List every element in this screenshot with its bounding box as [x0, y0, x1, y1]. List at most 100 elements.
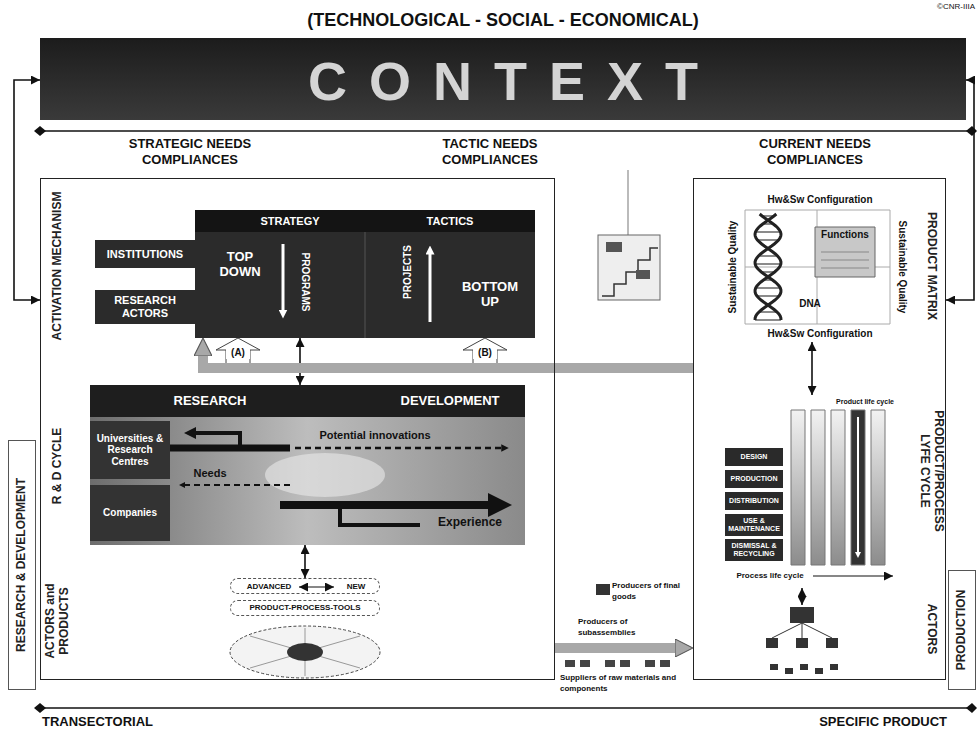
node-text: STRATEGY — [260, 215, 319, 228]
context-band: (TECHNOLOGICAL - SOCIAL - ECONOMICAL) CON… — [40, 8, 966, 120]
node-text: (TECHNOLOGICAL - SOCIAL - ECONOMICAL) — [307, 10, 698, 31]
node-text: TACTICS — [427, 215, 474, 228]
ellipse-spokes — [250, 628, 360, 676]
producer-icon — [596, 584, 610, 595]
actor-tree — [772, 623, 832, 638]
axis-line — [40, 707, 972, 709]
node-text: Needs — [193, 467, 226, 480]
actor-icon — [800, 664, 808, 670]
activation-box: STRATEGYTACTICSTOP DOWNPROGRAMSPROJECTSB… — [195, 210, 535, 338]
experience-branch — [340, 505, 420, 525]
actor-icon — [815, 668, 823, 674]
node-text: DISTRIBUTION — [727, 497, 781, 505]
connector — [14, 80, 40, 300]
actor-box: INSTITUTIONS — [95, 240, 195, 268]
axis-diamond — [966, 703, 977, 713]
node-text: DNA — [799, 298, 821, 310]
node-text: PROGRAMS — [299, 253, 311, 312]
supplier-icon — [660, 660, 670, 667]
row-header — [725, 448, 783, 561]
dna-strand — [755, 214, 781, 320]
glow — [265, 453, 385, 497]
axis-diamond — [966, 126, 977, 136]
node-text: Potential innovations — [319, 429, 430, 442]
building-pictogram — [598, 235, 660, 300]
node-text: PRODUCTION — [727, 475, 781, 483]
development-arrow — [280, 501, 500, 509]
connector — [811, 342, 813, 395]
node-text: R & D CYCLE — [51, 428, 65, 505]
label-text: TRANSECTORIAL — [42, 714, 262, 730]
actor-icon — [785, 668, 793, 674]
up-arrow — [216, 338, 260, 364]
label-text: TACTIC NEEDS COMPLIANCES — [410, 136, 570, 168]
flow-arrow — [203, 356, 693, 368]
process-arrow — [813, 575, 893, 576]
axis-diamond — [34, 703, 46, 713]
actor-box: Companies — [90, 485, 170, 541]
label-text: ©CNR-IIIA — [905, 1, 975, 12]
building-window — [606, 242, 622, 252]
node-text: Sustainable Quality — [727, 221, 739, 314]
header-bar — [195, 210, 535, 232]
node-text: Sustainable Quality — [896, 221, 908, 314]
node-text: Functions — [821, 229, 869, 241]
actor-icon — [790, 607, 814, 623]
connector — [299, 338, 301, 385]
lifecycle-chart: Product life cycleDESIGN PRODUCTION DISTRI… — [725, 395, 900, 585]
label-text: Suppliers of raw materials and component… — [560, 672, 688, 694]
node-text: NEW — [347, 582, 366, 591]
connector — [304, 545, 306, 578]
lifecycle-bar — [811, 410, 825, 565]
node-text: ACTORS and PRODUCTS — [44, 566, 72, 676]
supplier-icon — [580, 660, 590, 667]
actors-ellipse — [230, 626, 380, 678]
guide-line — [627, 170, 629, 235]
up-arrow — [429, 250, 432, 322]
supplier-icon — [605, 660, 615, 667]
actor-box: Universities & Research Centres — [90, 421, 170, 479]
divider — [365, 232, 366, 338]
down-arrow — [857, 417, 859, 555]
node-text: DESIGN — [727, 453, 781, 461]
node-text: Product life cycle — [836, 398, 894, 406]
node-text: Universities & Research Centres — [94, 433, 166, 468]
axis-diamond — [34, 126, 46, 136]
product-matrix-art — [725, 192, 910, 342]
dna-strand — [755, 214, 781, 320]
building-stairs — [602, 248, 658, 296]
node-text: TOP DOWN — [210, 250, 270, 280]
dashed-box: ADVANCED NEW — [230, 578, 380, 594]
innovation-arrow — [295, 447, 505, 450]
node-text: RESEARCH ACTORS — [99, 294, 191, 319]
node-text: PRODUCT-PROCESS-TOOLS — [250, 603, 361, 612]
label-text: Producers of subassemblies — [578, 616, 686, 638]
node-text: Hw&Sw Configuration — [768, 328, 873, 340]
node-text: CONTEXT — [286, 50, 720, 112]
node-text: ADVANCED — [247, 582, 292, 591]
header-bar — [90, 385, 525, 417]
node-text: RESEARCH & DEVELOPMENT — [15, 478, 29, 652]
node-text: ACTORS — [924, 604, 938, 654]
matrix-grid — [745, 210, 890, 324]
lifecycle-bar — [871, 410, 885, 565]
supplier-icon — [645, 660, 655, 667]
side-label-box: PRODUCTION — [948, 570, 976, 690]
node-text: Hw&Sw Configuration — [768, 194, 873, 206]
actor-icon — [770, 664, 778, 670]
lifecycle-bar — [791, 410, 805, 565]
double-arrow — [299, 586, 334, 587]
node-text: PRODUCT/PROCESS LYFE CYCLE — [917, 406, 945, 536]
node-text: BOTTOM UP — [455, 280, 525, 310]
dashed-box: PRODUCT-PROCESS-TOOLS — [230, 600, 380, 616]
label-text: (A) — [226, 346, 250, 359]
label-text: (B) — [473, 346, 497, 359]
ellipse-core — [287, 643, 323, 661]
functions-lines — [821, 252, 869, 268]
functions-box — [815, 227, 875, 277]
supplier-icon — [565, 660, 575, 667]
node-text: RESEARCH — [174, 394, 247, 409]
rd-panel: ACTIVATION MECHANISMR & D CYCLEACTORS an… — [40, 178, 555, 680]
double-arrow — [801, 588, 803, 605]
down-arrow — [282, 244, 285, 314]
